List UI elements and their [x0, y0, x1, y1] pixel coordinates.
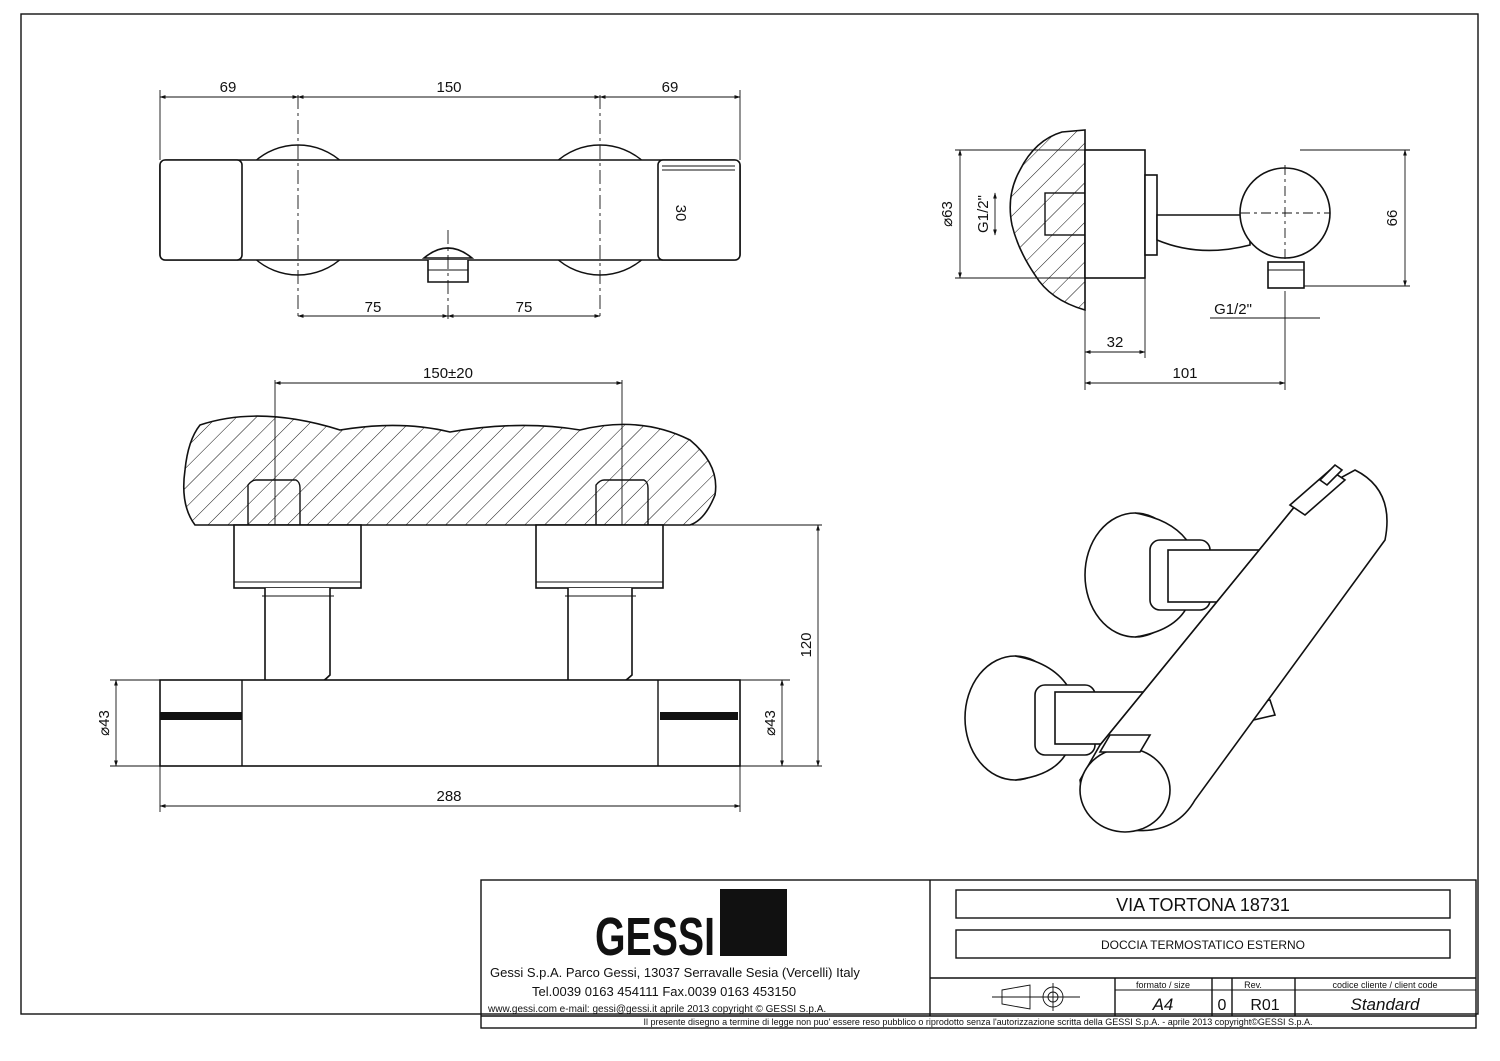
dim-lower-left: 75: [365, 299, 382, 316]
dim-front-dia-left: ⌀43: [96, 710, 113, 736]
dim-side-depth-b: 101: [1172, 365, 1197, 382]
dim-lower-right: 75: [516, 299, 533, 316]
company-line: Gessi S.p.A. Parco Gessi, 13037 Serraval…: [490, 965, 860, 980]
client-value: Standard: [1351, 995, 1421, 1014]
gessi-logo-text: GESSI: [595, 907, 715, 967]
dim-side-height: 66: [1384, 210, 1401, 227]
format-value: A4: [1152, 995, 1174, 1014]
dim-top-right: 69: [662, 79, 679, 96]
isometric-view: [964, 463, 1388, 833]
dim-top-middle: 150: [436, 79, 461, 96]
rev-value: R01: [1250, 997, 1279, 1014]
gessi-logo-block: [720, 889, 787, 956]
dim-top-left: 69: [220, 79, 237, 96]
rev-number: 0: [1218, 997, 1227, 1014]
dim-side-thread-left: G1/2": [975, 195, 992, 233]
rev-label: Rev.: [1244, 980, 1262, 990]
side-view: ⌀63 G1/2" 66 G1/2" 32 101: [939, 129, 1410, 390]
title-block: GESSI Gessi S.p.A. Parco Gessi, 13037 Se…: [480, 879, 1477, 1029]
dim-top-height: 30: [672, 205, 689, 222]
projection-symbol-icon: [992, 983, 1080, 1011]
format-label: formato / size: [1136, 980, 1190, 990]
product-description: DOCCIA TERMOSTATICO ESTERNO: [1101, 938, 1305, 952]
legal-notice: Il presente disegno a termine di legge n…: [644, 1017, 1313, 1027]
dim-front-spacing: 150±20: [423, 365, 473, 382]
dim-front-length: 288: [436, 788, 461, 805]
dim-side-depth-a: 32: [1107, 334, 1124, 351]
top-view: 69 150 69 30 75 75: [159, 79, 741, 320]
client-label: codice cliente / client code: [1332, 980, 1437, 990]
contact-line: Tel.0039 0163 454111 Fax.0039 0163 45315…: [532, 984, 796, 999]
dim-side-diameter: ⌀63: [939, 201, 956, 227]
web-line: www.gessi.com e-mail: gessi@gessi.it apr…: [487, 1004, 826, 1015]
front-view: 150±20 120 ⌀43 ⌀43 288: [96, 365, 822, 812]
dim-side-thread-bottom: G1/2": [1214, 301, 1252, 318]
dim-front-height: 120: [798, 632, 815, 657]
sheet-border: [20, 13, 1479, 1015]
dim-front-dia-right: ⌀43: [762, 710, 779, 736]
product-name: VIA TORTONA 18731: [1116, 895, 1290, 915]
